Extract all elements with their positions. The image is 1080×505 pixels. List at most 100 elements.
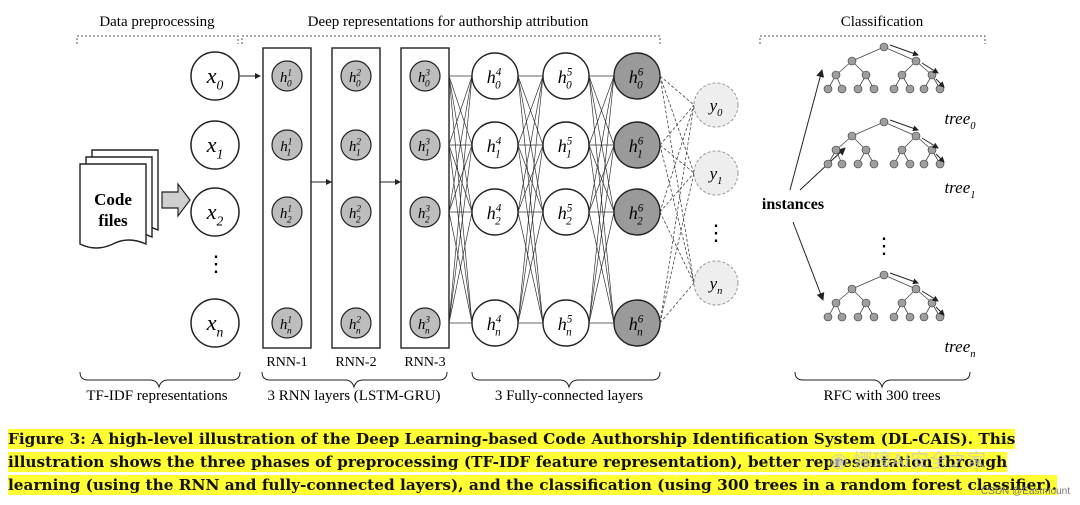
rnn-layer-label: RNN-2	[335, 355, 376, 370]
fc-edge	[517, 75, 544, 146]
label-fc: 3 Fully-connected layers	[495, 388, 643, 404]
output-edge	[659, 75, 695, 106]
label-rfc: RFC with 300 trees	[823, 388, 940, 404]
output-node-label: y0	[708, 96, 724, 119]
fc-node	[471, 299, 519, 347]
rnn-layer-label: RNN-3	[404, 355, 445, 370]
fc-edge	[588, 75, 615, 213]
fc-node	[471, 121, 519, 169]
code-files-label-2: files	[98, 211, 128, 230]
rnn-node	[271, 307, 303, 339]
brace-rnn	[261, 371, 448, 389]
rnn-layer-label: RNN-1	[266, 355, 307, 370]
input-layer: x0 x1 x2 xn	[190, 51, 240, 348]
rnn-node	[271, 196, 303, 228]
input-node-x1: x1	[190, 120, 240, 170]
brace-tfidf	[79, 371, 241, 389]
figure-caption: Figure 3: A high-level illustration of t…	[8, 428, 1070, 497]
rnn-node	[271, 129, 303, 161]
bracket-preprocessing	[76, 35, 239, 44]
instances-arrow-tree1	[799, 147, 846, 191]
output-edge	[659, 104, 695, 324]
section-title-classification: Classification	[841, 14, 924, 30]
tree-ellipsis: ⋮	[873, 233, 895, 258]
input-node-x2: x2	[190, 187, 240, 237]
label-tfidf: TF-IDF representations	[86, 388, 227, 404]
input-node-label: x0	[206, 63, 224, 93]
instances-arrow-tree0	[789, 69, 825, 191]
output-node-label: yn	[708, 274, 723, 297]
caption-text: Figure 3: A high-level illustration of t…	[8, 429, 1057, 495]
output-edge	[659, 75, 695, 284]
fc-edge	[588, 211, 615, 324]
fc-edge	[588, 75, 615, 146]
wechat-icon: ◉	[830, 447, 848, 472]
output-edge	[659, 282, 695, 324]
fc-node	[542, 299, 590, 347]
output-connections	[659, 75, 695, 324]
fc-edge	[448, 211, 473, 324]
output-ellipsis: ⋮	[705, 220, 727, 245]
rnn-node	[340, 307, 372, 339]
fc-edge	[448, 75, 473, 324]
fc-edge	[588, 144, 615, 213]
output-node-label: y1	[708, 164, 723, 187]
csdn-watermark: CSDN @Eastmount	[980, 486, 1070, 497]
output-node-yn: yn	[693, 260, 739, 306]
wechat-watermark: ◉娜璋AI安全之家	[830, 446, 986, 473]
rnn-node	[340, 129, 372, 161]
input-node-x0: x0	[190, 51, 240, 101]
fc-connections	[448, 75, 615, 324]
output-node-y0: y0	[693, 82, 739, 128]
architecture-diagram: Data preprocessing Deep representations …	[76, 14, 986, 404]
fc-node	[542, 188, 590, 236]
tree-label: tree0	[944, 109, 976, 132]
rnn-node	[409, 60, 441, 92]
rnn-node	[340, 196, 372, 228]
output-edge	[659, 172, 695, 213]
rnn-node	[409, 196, 441, 228]
bracket-classification	[759, 35, 986, 44]
fc-edge	[517, 75, 544, 213]
label-rnn: 3 RNN layers (LSTM-GRU)	[268, 388, 441, 404]
rnn-node	[271, 60, 303, 92]
input-node-xn: xn	[190, 298, 240, 348]
output-edge	[659, 172, 695, 324]
fc-edge	[448, 144, 473, 324]
fc-node	[471, 52, 519, 100]
fc-node	[471, 188, 519, 236]
input-node-label: x1	[206, 132, 224, 162]
code-files-icon: Code files	[79, 149, 159, 249]
fc-edge	[588, 75, 615, 324]
output-edge	[659, 104, 695, 146]
tree-label: treen	[944, 337, 975, 360]
fc-edge	[588, 144, 615, 324]
fc-edge	[448, 144, 473, 213]
tree-1: tree1	[823, 117, 976, 201]
fc-edge	[517, 144, 544, 324]
output-layer: y0 y1 yn	[693, 82, 739, 306]
